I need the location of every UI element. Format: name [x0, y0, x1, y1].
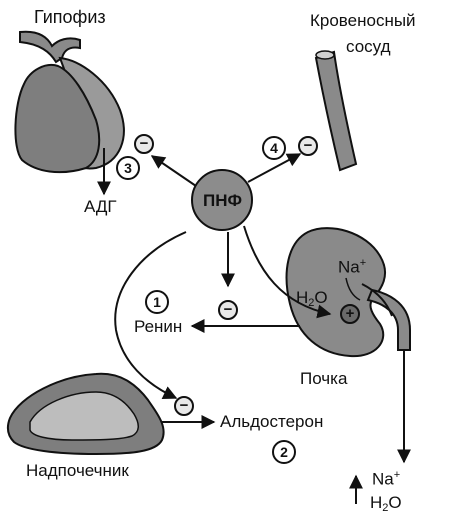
step-1-badge: 1	[145, 290, 169, 314]
plus-kidney-sign: +	[340, 304, 360, 324]
kidney-body	[285, 227, 386, 358]
blood-vessel-label-line2: сосуд	[346, 37, 391, 56]
kidney-h2o-label: H2O	[296, 289, 328, 309]
adrenal-label: Надпочечник	[26, 461, 129, 480]
minus-adrenal-sign: −	[174, 396, 194, 416]
kidney-na-symbol: Na	[338, 257, 360, 277]
pituitary-label: Гипофиз	[34, 7, 106, 27]
arrow-pnf-to-vessel	[247, 153, 302, 183]
minus-pituitary-sign: −	[134, 134, 154, 154]
step-4-badge: 4	[262, 136, 286, 160]
adrenal-inner	[29, 391, 139, 441]
na-in-kidney-line	[345, 277, 361, 301]
step-2-badge: 2	[272, 440, 296, 464]
kidney-na-label: Na+	[338, 258, 366, 276]
output-h2o-sub: 2	[382, 502, 389, 514]
arrow-pnf-to-pituitary	[150, 155, 197, 187]
step-3-badge: 3	[116, 156, 140, 180]
pituitary-gland	[14, 30, 125, 174]
blood-vessel-opening	[315, 50, 335, 60]
pnf-node	[191, 169, 253, 231]
pituitary-stalk	[19, 30, 81, 64]
blood-vessel-tube	[314, 50, 358, 172]
output-na-charge: +	[393, 469, 401, 481]
kidney	[285, 227, 411, 358]
output-na-label: Na+	[372, 470, 400, 488]
arrow-pnf-to-adrenal	[114, 231, 187, 400]
blood-vessel-label-line1: Кровеносный	[310, 11, 416, 30]
kidney-h2o-o: O	[314, 288, 328, 307]
renin-label: Ренин	[134, 317, 183, 336]
minus-renin-sign: −	[218, 300, 238, 320]
adrenal-gland	[6, 372, 165, 456]
pnf-label: ПНФ	[203, 191, 243, 210]
arrow-pnf-to-kidney	[243, 225, 332, 319]
output-h2o-h: H	[370, 493, 383, 512]
aldosterone-label: Альдостерон	[220, 412, 324, 431]
adh-label: АДГ	[84, 197, 117, 216]
output-h2o-o: O	[388, 493, 402, 512]
output-na-symbol: Na	[372, 469, 394, 489]
minus-vessel-sign: −	[298, 136, 318, 156]
kidney-h2o-sub: 2	[308, 297, 315, 309]
blood-vessel	[314, 50, 358, 172]
kidney-label: Почка	[300, 369, 348, 388]
kidney-na-charge: +	[359, 257, 367, 269]
output-h2o-label: H2O	[370, 494, 402, 514]
pituitary-anterior-lobe	[14, 64, 101, 174]
renal-pelvis-line	[361, 283, 393, 317]
kidney-h2o-h: H	[296, 288, 309, 307]
